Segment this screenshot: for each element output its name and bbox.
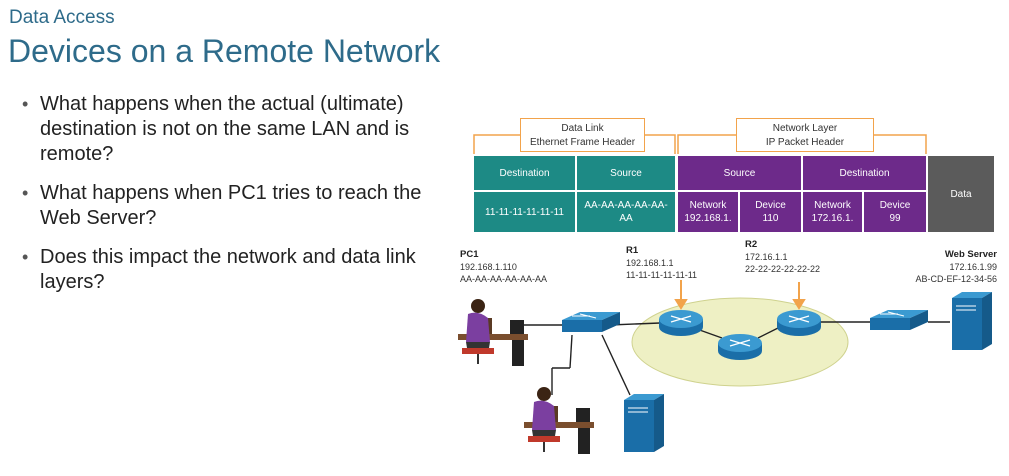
r1-label: R1 192.168.1.1 11-11-11-11-11-11	[626, 244, 697, 281]
diagram-graphics	[458, 134, 992, 454]
r2-label: R2 172.16.1.1 22-22-22-22-22-22	[745, 238, 820, 275]
data-link-header: Data Link Ethernet Frame Header	[520, 118, 645, 152]
web-server-label: Web Server 172.16.1.99 AB-CD-EF-12-34-56	[895, 248, 997, 285]
user-at-computer-icon	[458, 299, 528, 366]
cell-value: 99	[889, 213, 901, 224]
device-name: PC1	[460, 249, 479, 260]
ip-dest-network: Network 172.16.1.	[803, 192, 862, 232]
data-link-bracket-right	[645, 134, 676, 154]
device-ip: 172.16.1.99	[949, 262, 997, 272]
network-layer-header: Network Layer IP Packet Header	[736, 118, 874, 152]
device-name: R2	[745, 239, 758, 250]
header-line: IP Packet Header	[765, 137, 845, 148]
bullet-text: What happens when the actual (ultimate) …	[40, 93, 410, 165]
list-item: • What happens when PC1 tries to reach th…	[22, 181, 442, 231]
device-mac: 22-22-22-22-22-22	[745, 264, 821, 274]
switch-icon	[870, 310, 928, 330]
network-bracket	[677, 134, 736, 154]
device-mac: 11-11-11-11-11-11	[626, 270, 698, 280]
cell-value: 172.16.1.	[811, 213, 854, 224]
dl-source-label: Source	[577, 156, 675, 190]
bullet-list: • What happens when the actual (ultimate)…	[22, 92, 442, 309]
device-ip: 172.16.1.1	[745, 252, 788, 262]
cell-label: Network	[814, 200, 851, 211]
device-mac: AB-CD-EF-12-34-56	[915, 274, 997, 284]
pc1-label: PC1 192.168.1.110 AA-AA-AA-AA-AA-AA	[460, 248, 547, 285]
network-bracket-right	[874, 134, 927, 154]
cell-label: Network	[689, 200, 727, 211]
switch-icon	[562, 312, 620, 332]
router-icon	[777, 310, 821, 336]
dl-destination-value: 11-11-11-11-11-11	[474, 192, 575, 232]
cell-value: 110	[762, 213, 779, 224]
ip-destination-label: Destination	[803, 156, 926, 190]
bullet-text: Does this impact the network and data li…	[40, 246, 416, 293]
device-name: Web Server	[944, 249, 997, 260]
list-item: • Does this impact the network and data l…	[22, 245, 442, 295]
page-title: Devices on a Remote Network	[8, 33, 441, 69]
bullet-icon: •	[22, 247, 29, 267]
data-link-bracket	[473, 134, 520, 154]
data-label: Data	[928, 156, 994, 232]
dl-source-value: AA-AA-AA-AA-AA-AA	[577, 192, 675, 232]
cell-value: 192.168.1.	[684, 213, 732, 224]
device-mac: AA-AA-AA-AA-AA-AA	[460, 274, 548, 284]
router-icon	[718, 334, 762, 360]
user-at-computer-icon	[524, 387, 594, 454]
dl-destination-label: Destination	[474, 156, 575, 190]
bullet-icon: •	[22, 183, 29, 203]
ip-source-network: Network 192.168.1.	[678, 192, 738, 232]
device-ip: 192.168.1.1	[626, 258, 674, 268]
header-line: Network Layer	[772, 123, 838, 134]
kicker: Data Access	[9, 7, 115, 28]
bullet-icon: •	[22, 94, 29, 114]
router-icon	[659, 310, 703, 336]
ip-source-label: Source	[678, 156, 801, 190]
header-line: Data Link	[561, 123, 604, 134]
cell-label: Device	[755, 200, 786, 211]
device-ip: 192.168.1.110	[460, 262, 517, 272]
cell-label: Device	[879, 200, 911, 211]
ip-source-device: Device 110	[740, 192, 801, 232]
list-item: • What happens when the actual (ultimate)…	[22, 92, 442, 167]
bullet-text: What happens when PC1 tries to reach the…	[40, 182, 422, 229]
router-arrows	[674, 280, 806, 310]
ip-dest-device: Device 99	[864, 192, 926, 232]
server-icon	[624, 394, 664, 452]
server-icon	[952, 292, 992, 350]
device-name: R1	[626, 245, 639, 256]
header-line: Ethernet Frame Header	[529, 137, 636, 148]
network-diagram: Data Link Ethernet Frame Header Network …	[440, 110, 1009, 476]
